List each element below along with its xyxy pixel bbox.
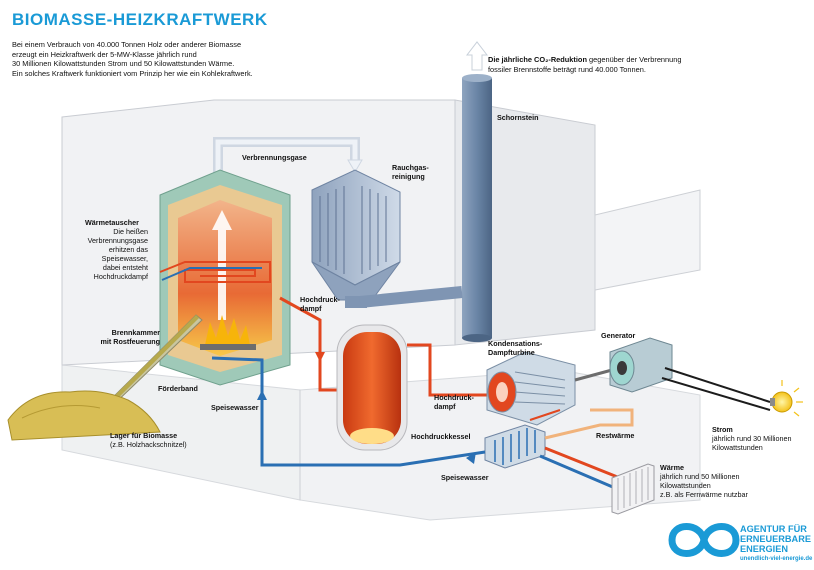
desc-line: Hochdruckdampf (93, 272, 148, 281)
label-lager-1: Lager für Biomasse (110, 431, 178, 440)
agency-logo-icon (668, 523, 740, 557)
label-speisewasser-1: Speisewasser (211, 403, 259, 412)
desc-line: dabei entsteht (102, 263, 148, 272)
label-waerme-3: z.B. als Fernwärme nutzbar (660, 490, 748, 499)
label-brennkammer-1: Brennkammer (111, 328, 160, 337)
label-waermetauscher-desc: Die heißen Verbrennungsgase erhitzen das… (86, 227, 148, 281)
label-rauchgas-1: Rauchgas- (392, 163, 429, 172)
chimney (462, 41, 492, 342)
label-kondensations-1: Kondensations- (488, 339, 543, 348)
biomass-storage-pile (7, 390, 161, 441)
agency-url-link[interactable]: unendlich-viel-energie.de (740, 556, 813, 562)
logo-line: ENERGIEN (740, 544, 788, 554)
label-restwaerme: Restwärme (596, 431, 635, 440)
intro-line: Bei einem Verbrauch von 40.000 Tonnen Ho… (12, 40, 242, 49)
label-waerme-1: jährlich rund 50 Millionen (660, 472, 740, 481)
label-strom-1: jährlich rund 30 Millionen (712, 434, 792, 443)
label-lager-2: (z.B. Holzhackschnitzel) (110, 440, 187, 449)
label-kondensations-2: Dampfturbine (488, 348, 535, 357)
co2-bold: Die jährliche CO₂-Reduktion (488, 55, 587, 64)
building-outline (61, 99, 701, 521)
logo-line: AGENTUR FÜR (740, 524, 807, 534)
label-brennkammer-2: mit Rostfeuerung (100, 337, 161, 346)
co2-reduction-text: Die jährliche CO₂-Reduktion gegenüber de… (488, 55, 681, 74)
label-strom-title: Strom (712, 425, 733, 434)
light-bulb-icon (770, 380, 803, 417)
desc-line: Verbrennungsgase (87, 236, 148, 245)
co2-line2: fossiler Brennstoffe beträgt rund 40.000… (488, 64, 646, 74)
heat-exchanger-coil (159, 261, 271, 283)
label-strom-2: Kilowattstunden (712, 443, 763, 452)
label-rauchgas-2: reinigung (392, 172, 425, 181)
label-generator: Generator (601, 331, 636, 340)
label-hochdruckdampf-2b: dampf (434, 402, 456, 411)
intro-line: 30 Millionen Kilowattstunden Strom und 5… (12, 59, 235, 69)
label-waermetauscher: Wärmetauscher (85, 218, 139, 227)
co2-rest: gegenüber der Verbrennung (586, 55, 682, 64)
condenser-heat-exchanger (484, 424, 546, 469)
high-pressure-boiler (336, 324, 408, 451)
intro-line: Ein solches Kraftwerk funktioniert vom P… (12, 68, 253, 78)
generator (609, 337, 673, 393)
label-waerme-2: Kilowattstunden (660, 481, 711, 490)
label-verbrennungsgase: Verbrennungsgase (242, 153, 307, 162)
radiator-icon (611, 463, 655, 515)
agency-logo-text: AGENTUR FÜR ERNEUERBARE ENERGIEN (740, 524, 811, 554)
desc-line: erhitzen das (108, 245, 148, 254)
label-hochdruckdampf-1a: Hochdruck- (300, 295, 340, 304)
label-hochdruckkessel: Hochdruckkessel (411, 432, 471, 441)
condensing-steam-turbine (486, 351, 576, 426)
desc-line: Die heißen (113, 227, 148, 236)
label-foerderband: Förderband (158, 384, 198, 393)
label-speisewasser-2: Speisewasser (441, 473, 489, 482)
logo-line: ERNEUERBARE (740, 534, 811, 544)
label-hochdruckdampf-1b: dampf (300, 304, 322, 313)
label-hochdruckdampf-2a: Hochdruck- (434, 393, 474, 402)
intro-line: erzeugt ein Heizkraftwerk der 5-MW-Klass… (12, 49, 197, 59)
label-waerme-title: Wärme (660, 463, 684, 472)
label-schornstein: Schornstein (497, 113, 539, 122)
desc-line: Speisewasser, (101, 254, 148, 263)
page-title: BIOMASSE-HEIZKRAFTWERK (12, 10, 268, 29)
intro-text: Bei einem Verbrauch von 40.000 Tonnen Ho… (12, 40, 322, 78)
